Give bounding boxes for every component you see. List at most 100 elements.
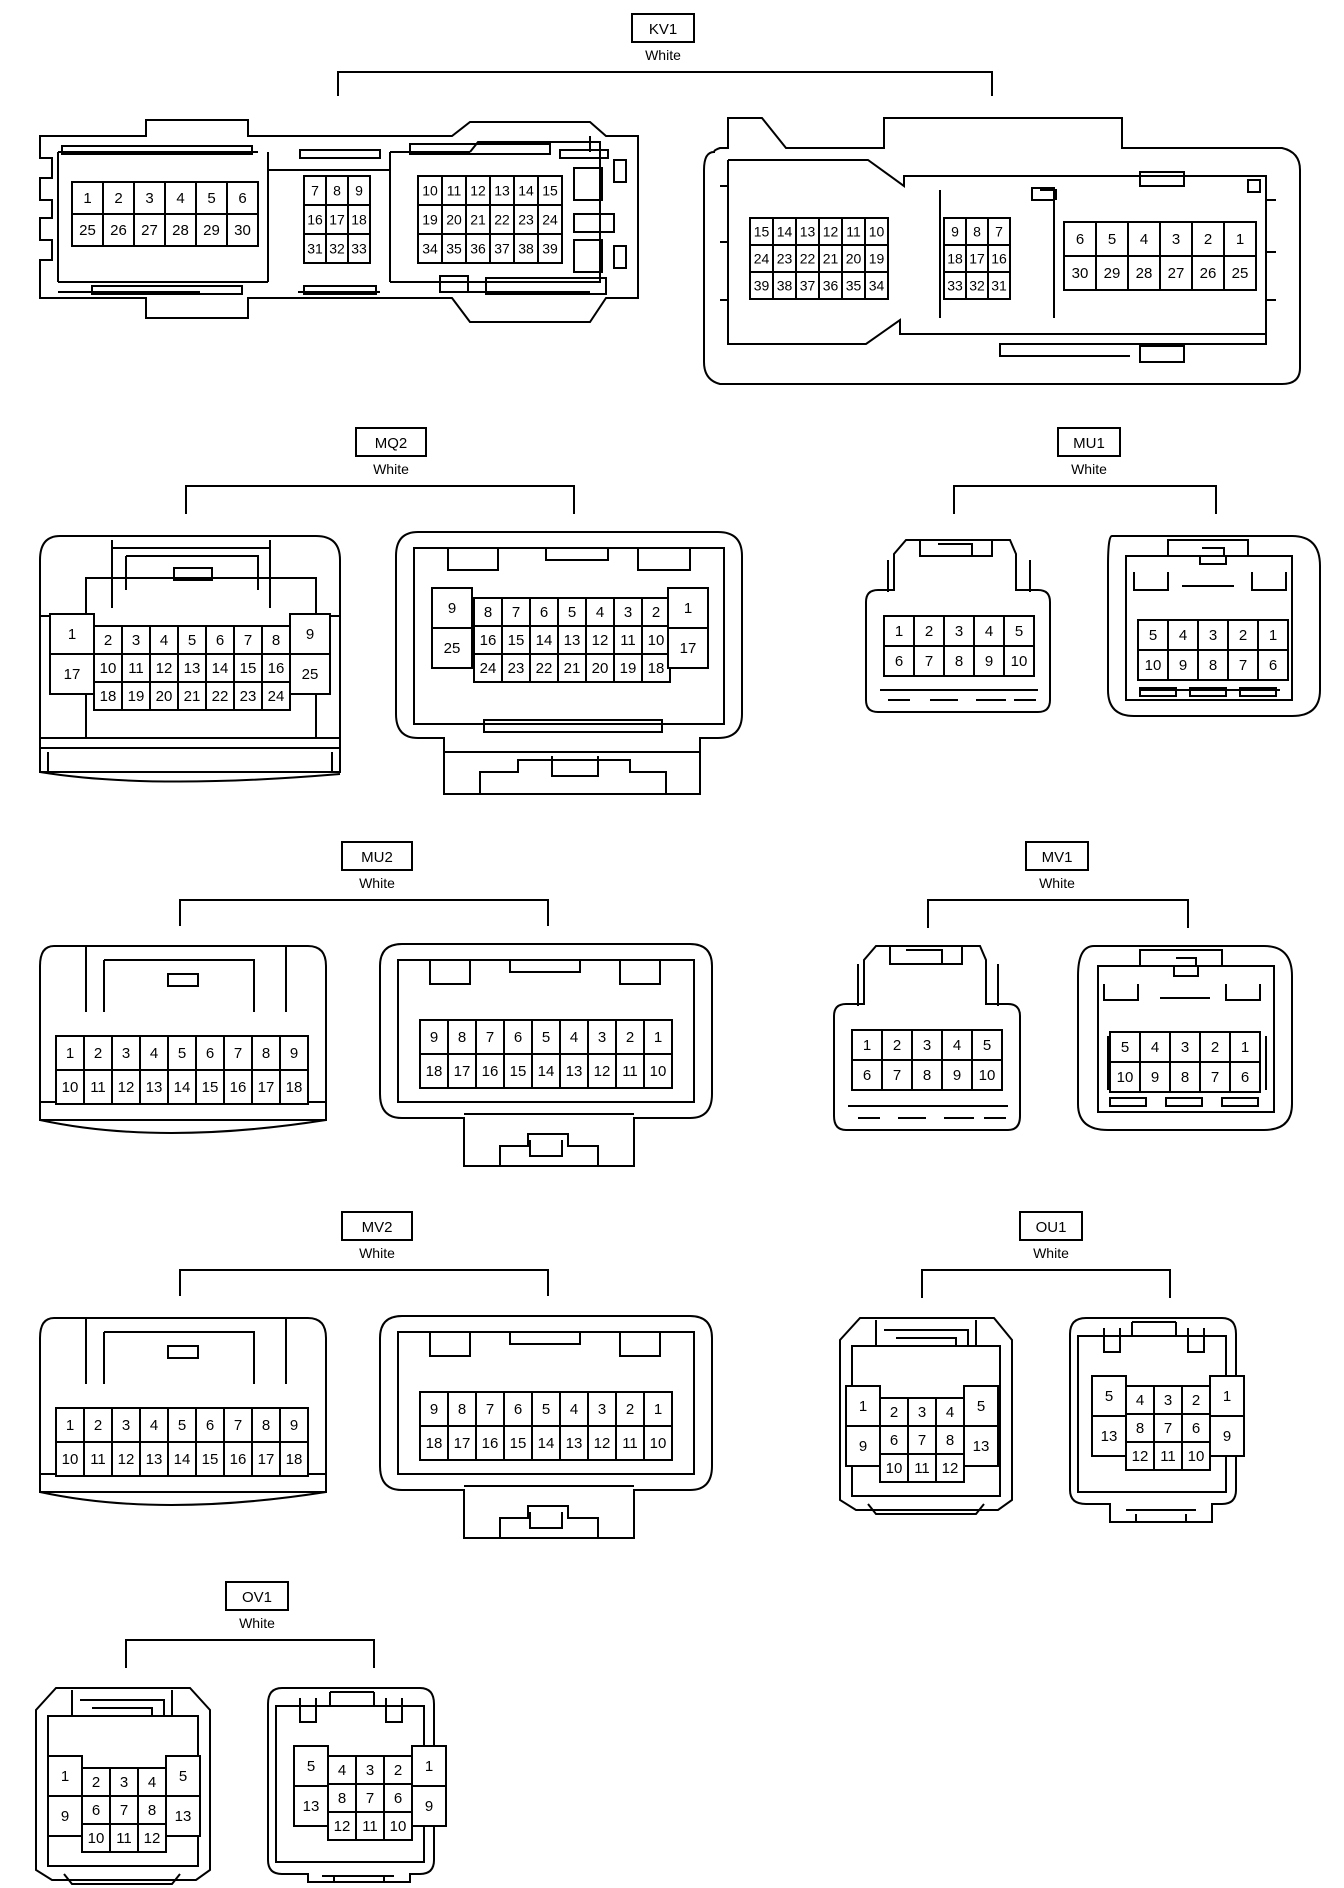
pin-number: 17 — [969, 251, 985, 267]
pin-number: 5 — [207, 190, 215, 207]
pin-1: 1 — [411, 1745, 447, 1787]
pin-3: 3 — [355, 1755, 385, 1785]
pin-35: 35 — [841, 271, 866, 300]
pin-10: 10 — [383, 1811, 413, 1841]
pin-number: 4 — [570, 1401, 578, 1418]
pin-number: 10 — [979, 1067, 996, 1084]
pin-6: 6 — [195, 1035, 225, 1071]
pin-cell — [615, 1053, 645, 1089]
pin-22: 22 — [489, 204, 515, 235]
pin-number: 20 — [592, 660, 609, 677]
pin-33: 33 — [347, 233, 371, 264]
pin-number: 19 — [128, 688, 145, 705]
pin-number: 9 — [61, 1808, 69, 1825]
pin-cell — [971, 1059, 1003, 1091]
pin-1: 1 — [643, 1019, 673, 1055]
pin-8: 8 — [935, 1425, 965, 1455]
pin-cell — [1209, 1415, 1245, 1457]
pin-number: 30 — [1072, 265, 1089, 282]
pin-4: 4 — [164, 181, 197, 215]
pin-11: 11 — [841, 217, 866, 246]
pin-7: 7 — [233, 625, 263, 655]
pin-number: 3 — [1181, 1039, 1189, 1056]
pin-15: 15 — [233, 653, 263, 683]
pin-9: 9 — [1209, 1415, 1245, 1457]
pin-number: 9 — [355, 183, 363, 199]
pin-5: 5 — [531, 1391, 561, 1427]
pin-number: 14 — [777, 224, 793, 240]
connector-color: White — [1071, 461, 1107, 477]
pin-6: 6 — [1063, 221, 1097, 257]
pin-cell — [419, 1019, 449, 1055]
pin-number: 25 — [302, 666, 319, 683]
pin-cell — [1257, 649, 1289, 681]
pin-number: 6 — [216, 632, 224, 649]
pin-cell — [347, 233, 371, 264]
pin-18: 18 — [419, 1425, 449, 1461]
pin-cell — [1127, 255, 1161, 291]
pin-14: 14 — [531, 1425, 561, 1461]
pin-23: 23 — [233, 681, 263, 711]
pin-13: 13 — [165, 1795, 201, 1837]
pin-13: 13 — [559, 1053, 589, 1089]
pin-cell — [195, 1069, 225, 1105]
connector-id: OV1 — [242, 1589, 272, 1606]
pin-number: 37 — [800, 278, 816, 294]
pin-number: 13 — [1101, 1428, 1118, 1445]
pin-number: 3 — [122, 1045, 130, 1062]
pin-number: 7 — [366, 1790, 374, 1807]
pin-13: 13 — [795, 217, 820, 246]
pin-number: 3 — [1209, 627, 1217, 644]
pin-number: 30 — [234, 222, 251, 239]
pin-number: 21 — [823, 251, 839, 267]
connector-color: White — [239, 1615, 275, 1631]
pin-number: 7 — [893, 1067, 901, 1084]
pin-number: 16 — [482, 1063, 499, 1080]
pin-number: 26 — [1200, 265, 1217, 282]
pin-33: 33 — [943, 271, 967, 300]
pin-2: 2 — [83, 1407, 113, 1443]
pin-12: 12 — [327, 1811, 357, 1841]
pin-6: 6 — [81, 1795, 111, 1825]
pin-number: 2 — [890, 1404, 898, 1421]
pin-13: 13 — [139, 1069, 169, 1105]
pin-number: 3 — [598, 1029, 606, 1046]
pin-cell — [205, 681, 235, 711]
pin-cell — [643, 1391, 673, 1427]
pin-6: 6 — [195, 1407, 225, 1443]
pin-number: 10 — [422, 183, 438, 199]
pin-1: 1 — [883, 615, 915, 647]
pin-number: 18 — [100, 688, 117, 705]
pin-number: 4 — [150, 1045, 158, 1062]
pin-7: 7 — [881, 1059, 913, 1091]
pin-number: 12 — [118, 1451, 135, 1468]
pin-8: 8 — [911, 1059, 943, 1091]
connector-id: OU1 — [1036, 1219, 1067, 1236]
pin-14: 14 — [167, 1069, 197, 1105]
pin-5: 5 — [1003, 615, 1035, 647]
pin-5: 5 — [1137, 619, 1169, 651]
pin-number: 13 — [184, 660, 201, 677]
pin-19: 19 — [121, 681, 151, 711]
pin-2: 2 — [93, 625, 123, 655]
pin-12: 12 — [587, 1053, 617, 1089]
pin-13: 13 — [139, 1441, 169, 1477]
pin-cell — [93, 625, 123, 655]
pin-1: 1 — [1257, 619, 1289, 651]
pin-number: 33 — [947, 278, 963, 294]
pin-number: 5 — [188, 632, 196, 649]
pin-number: 23 — [777, 251, 793, 267]
pin-number: 11 — [116, 1830, 132, 1847]
pin-number: 35 — [846, 278, 862, 294]
connector-id: MQ2 — [375, 435, 408, 452]
pin-25: 25 — [1223, 255, 1257, 291]
pin-15: 15 — [749, 217, 774, 246]
pin-number: 14 — [536, 632, 553, 649]
pin-2: 2 — [1191, 221, 1225, 257]
